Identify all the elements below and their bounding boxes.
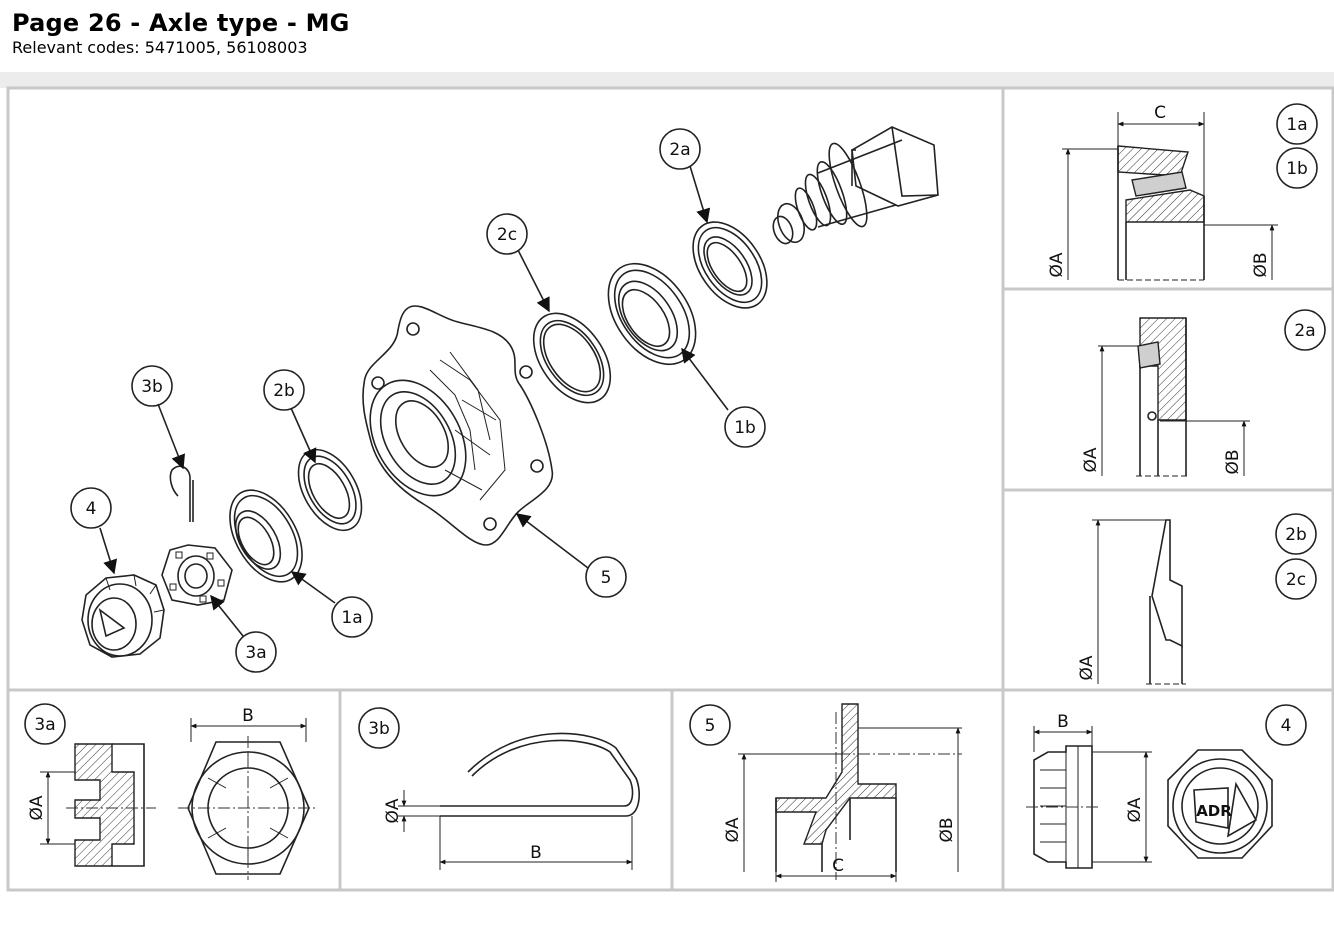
- panel-washer: [1001, 488, 1334, 692]
- callout-3b: 3b: [131, 365, 173, 407]
- pin-dim-b: B: [530, 843, 542, 863]
- nut-tag-3a: 3a: [34, 715, 55, 735]
- washer-tag-2c: 2c: [1286, 570, 1306, 590]
- callout-4-label: 4: [86, 499, 97, 519]
- hub-tag-5: 5: [705, 716, 716, 736]
- callout-1b-label: 1b: [734, 418, 756, 438]
- callout-2c-label: 2c: [497, 225, 517, 245]
- bearing-dim-b: ØB: [1251, 252, 1271, 277]
- nut-dim-b: B: [242, 706, 254, 726]
- detail-hub: ØA ØB C 5: [689, 703, 962, 882]
- exploded-view: 2a 2c 3b 2b 4 1b 5 1a: [70, 126, 939, 673]
- part-3b-split-pin: [169, 465, 194, 522]
- nut-dim-a: ØA: [27, 795, 47, 820]
- pin-dim-a: ØA: [383, 798, 403, 823]
- part-3a-castle-nut: [161, 544, 233, 606]
- callout-2b: 2b: [263, 369, 305, 411]
- part-2c-washer: [532, 312, 612, 404]
- hub-dim-c: C: [832, 856, 844, 876]
- part-5-hub: [362, 305, 554, 546]
- callout-3a-label: 3a: [245, 643, 266, 663]
- page-title: Page 26 - Axle type - MG: [12, 9, 350, 37]
- page-header: Page 26 - Axle type - MG Relevant codes:…: [12, 8, 350, 58]
- cap-tag-4: 4: [1281, 716, 1292, 736]
- callout-2b-label: 2b: [273, 381, 295, 401]
- bearing-tag-1b: 1b: [1286, 159, 1308, 179]
- detail-bearing: C ØA ØB 1a 1b: [1047, 103, 1318, 281]
- seal-dim-b: ØB: [1223, 449, 1243, 474]
- callout-1a: 1a: [331, 596, 373, 638]
- detail-seal: ØA ØB 2a: [1081, 309, 1326, 477]
- callout-3b-label: 3b: [141, 377, 163, 397]
- washer-dim-a: ØA: [1077, 655, 1097, 680]
- panel-pin: [338, 688, 674, 892]
- callout-1a-label: 1a: [341, 608, 362, 628]
- cap-dim-b: B: [1057, 712, 1069, 732]
- detail-cap: B ØA ADR 4: [1026, 704, 1307, 869]
- pin-tag-3b: 3b: [368, 719, 390, 739]
- callout-5-label: 5: [601, 568, 612, 588]
- detail-washer: ØA 2b 2c: [1077, 513, 1317, 685]
- part-2a-seal: [692, 221, 768, 309]
- bearing-dim-c: C: [1154, 103, 1166, 123]
- bearing-tag-1a: 1a: [1286, 115, 1307, 135]
- seal-dim-a: ØA: [1081, 447, 1101, 472]
- cap-dim-a: ØA: [1125, 797, 1145, 822]
- callout-2a: 2a: [659, 128, 701, 170]
- callout-4: 4: [70, 487, 112, 529]
- detail-nut: ØA B 3a: [24, 703, 318, 880]
- hub-dim-b: ØB: [937, 817, 957, 842]
- callout-3a: 3a: [235, 631, 277, 673]
- relevant-codes: Relevant codes: 5471005, 56108003: [12, 38, 308, 57]
- callout-2a-label: 2a: [669, 140, 690, 160]
- detail-pin: ØA B 3b: [358, 707, 640, 870]
- axle-spindle: [772, 126, 939, 245]
- panel-nut: [6, 688, 342, 892]
- seal-tag-2a: 2a: [1294, 321, 1315, 341]
- adr-logo: ADR: [1196, 802, 1232, 820]
- header-divider: [0, 72, 1334, 88]
- callout-2c: 2c: [486, 213, 528, 255]
- hub-dim-a: ØA: [723, 817, 743, 842]
- callout-1b: 1b: [724, 406, 766, 448]
- bearing-dim-a: ØA: [1047, 252, 1067, 277]
- callout-5: 5: [585, 556, 627, 598]
- washer-tag-2b: 2b: [1285, 525, 1307, 545]
- part-4-hub-cap: [81, 574, 165, 658]
- leader-lines: [99, 165, 729, 637]
- part-1a-bearing: [229, 489, 303, 583]
